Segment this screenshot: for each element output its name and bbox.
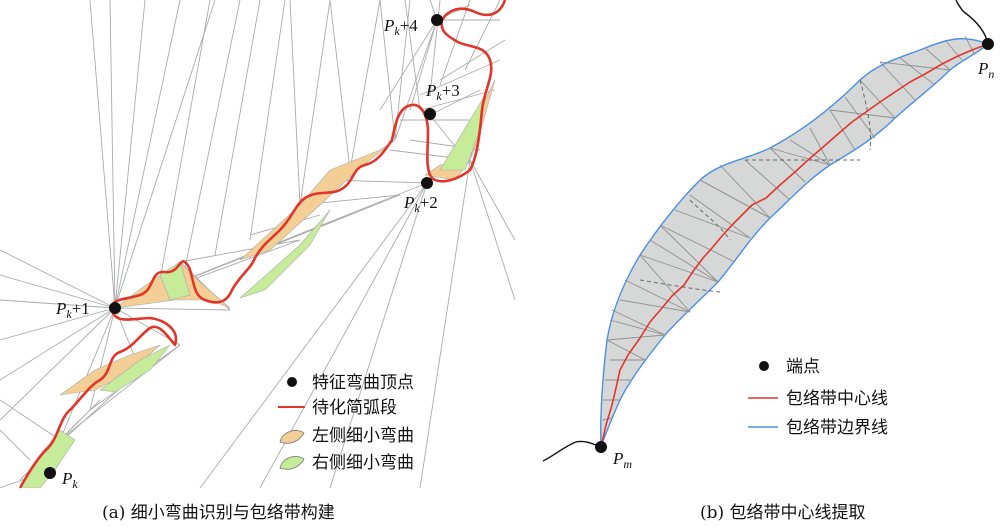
centerline xyxy=(600,43,989,448)
band-triangulation xyxy=(602,35,976,421)
outer-curve-right xyxy=(955,0,989,45)
label-pm: Pm xyxy=(612,449,632,471)
left-bend-regions xyxy=(59,79,496,396)
label-pk: Pk xyxy=(61,469,78,491)
legend-endpoint-label: 端点 xyxy=(786,357,820,377)
vertex-pk2 xyxy=(421,177,433,189)
caption-b: (b) 包络带中心线提取 xyxy=(700,503,866,523)
label-pk4: Pk+4 xyxy=(383,16,418,38)
legend-centerline-label: 包络带中心线 xyxy=(786,389,888,409)
endpoint-pm xyxy=(595,441,607,453)
panel-b: Pm Pn 端点 包络带中心线 包络带边界线 (b) 包络带中心线提取 xyxy=(542,0,994,523)
label-pk2: Pk+2 xyxy=(403,193,438,215)
vertex-pk xyxy=(44,467,56,479)
legend-vertex-label: 特征弯曲顶点 xyxy=(312,373,414,393)
band-dashed-lines xyxy=(639,79,871,293)
outer-curve-left xyxy=(542,440,602,462)
panel-a: Pk Pk+1 Pk+2 Pk+3 Pk+4 特征弯曲顶点 待化简弧段 左侧细小… xyxy=(0,0,515,523)
legend-a: 特征弯曲顶点 待化简弧段 左侧细小弯曲 右侧细小弯曲 xyxy=(278,373,414,473)
feature-vertices xyxy=(44,14,443,479)
legend-right-label: 右侧细小弯曲 xyxy=(312,453,414,473)
legend-right-swatch xyxy=(279,456,305,470)
legend-endpoint-marker xyxy=(759,361,769,371)
endpoint-pn xyxy=(982,38,994,50)
label-pn: Pn xyxy=(977,59,994,81)
legend-b: 端点 包络带中心线 包络带边界线 xyxy=(748,357,888,438)
arc-to-simplify xyxy=(18,0,507,488)
label-pk3: Pk+3 xyxy=(425,81,460,103)
legend-vertex-marker xyxy=(287,377,297,387)
vertex-pk1 xyxy=(109,302,121,314)
right-bend-regions xyxy=(19,94,486,488)
envelope-band xyxy=(600,37,989,448)
vertex-pk3 xyxy=(424,108,436,120)
caption-a: (a) 细小弯曲识别与包络带构建 xyxy=(102,503,335,523)
legend-left-swatch xyxy=(279,430,305,444)
legend-boundary-label: 包络带边界线 xyxy=(786,418,888,438)
label-pk1: Pk+1 xyxy=(55,299,90,321)
legend-left-label: 左侧细小弯曲 xyxy=(312,426,414,446)
legend-arc-label: 待化简弧段 xyxy=(312,398,397,418)
vertex-pk4 xyxy=(431,14,443,26)
